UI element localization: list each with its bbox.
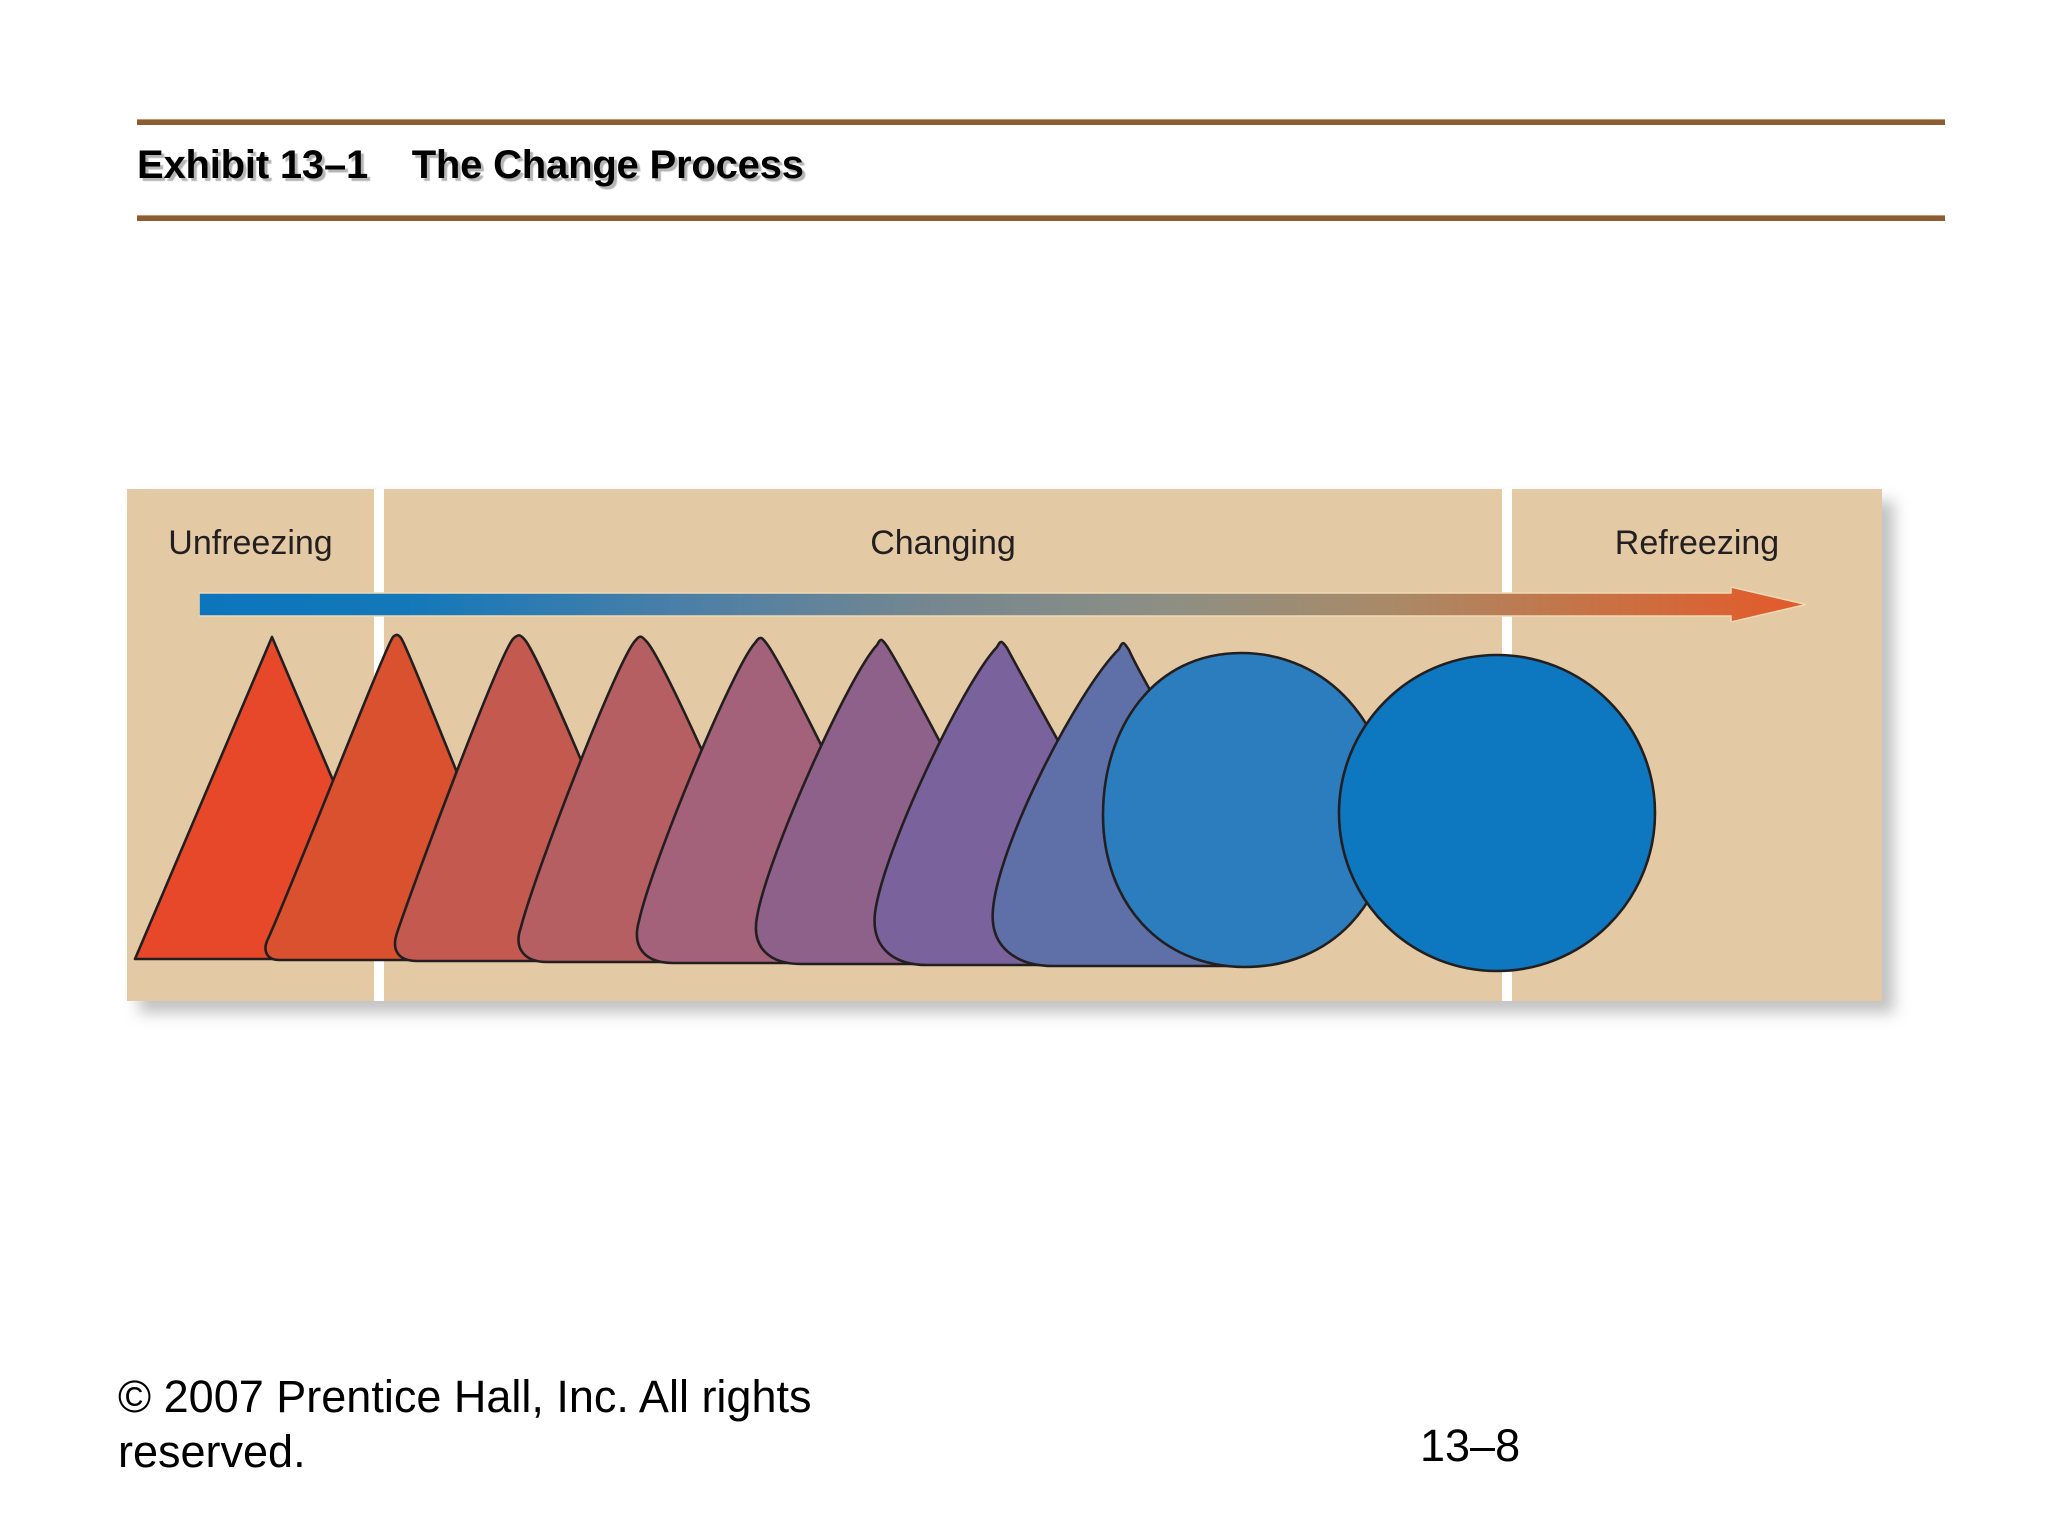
copyright-notice: © 2007 Prentice Hall, Inc. All rights re…: [118, 1371, 812, 1477]
stage-label-unfreezing: Unfreezing: [168, 524, 333, 562]
header-rule-top: [137, 119, 1945, 125]
shape-10-circle: [1337, 653, 1657, 973]
stage-label-changing: Changing: [870, 524, 1016, 562]
header-rule-bottom: [137, 215, 1945, 221]
process-arrow-icon: [198, 586, 1807, 623]
morphing-shape-sequence: [127, 629, 1882, 1001]
page-title: Exhibit 13–1 The Change Process: [137, 143, 804, 187]
page-number: 13–8: [1420, 1420, 1521, 1471]
stage-label-refreezing: Refreezing: [1614, 524, 1780, 562]
change-process-diagram: Unfreezing Changing Refreezing: [127, 489, 1882, 1001]
